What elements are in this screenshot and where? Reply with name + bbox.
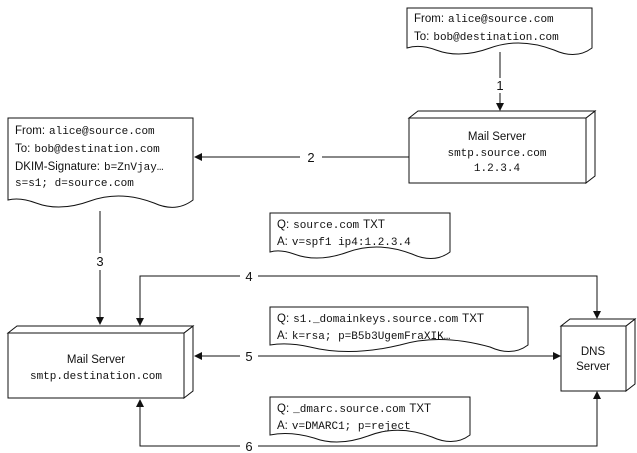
step-5-connector: 5 — [194, 349, 561, 364]
step-2-connector: 2 — [194, 150, 409, 165]
svg-text:From: alice@source.com: From: alice@source.com — [15, 121, 155, 138]
dmarc-a-value: v=DMARC1; p=reject — [292, 421, 411, 433]
svg-text:From: alice@source.com: From: alice@source.com — [414, 9, 554, 26]
source-server-title: Mail Server — [468, 131, 526, 143]
spf-a-value: v=spf1 ip4:1.2.3.4 — [292, 237, 411, 249]
step-1-label: 1 — [496, 78, 503, 93]
svg-text:A: v=spf1 ip4:1.2.3.4: A: v=spf1 ip4:1.2.3.4 — [277, 232, 411, 249]
dmarc-q-type: TXT — [409, 403, 431, 415]
svg-text:A: k=rsa; p=B5b3UgemFraXIK…: A: k=rsa; p=B5b3UgemFraXIK… — [277, 326, 450, 343]
destination-server-title: Mail Server — [67, 354, 125, 366]
step-4-label: 4 — [245, 269, 252, 284]
step-5-label: 5 — [245, 349, 252, 364]
signed-from-label: From: — [15, 125, 45, 137]
step-6-connector: 6 — [136, 391, 601, 453]
spf-q-name: source.com — [293, 220, 359, 232]
svg-text:To: bob@destination.com: To: bob@destination.com — [414, 27, 559, 44]
dmarc-q-name: _dmarc.source.com — [292, 404, 406, 416]
dkim-signature-params: s=s1; d=source.com — [15, 178, 134, 190]
destination-server-host: smtp.destination.com — [30, 371, 162, 383]
spf-q-type: TXT — [363, 219, 385, 231]
dkim-q-name: s1._domainkeys.source.com — [293, 314, 458, 326]
from-label: From: — [414, 13, 444, 25]
source-server-ip: 1.2.3.4 — [474, 163, 521, 175]
svg-text:DKIM-Signature: b=ZnVjay…: DKIM-Signature: b=ZnVjay… — [15, 157, 163, 174]
signed-email-document: From: alice@source.com To: bob@destinati… — [7, 117, 194, 208]
dkim-query-document: Q: s1._domainkeys.source.com TXT A: k=rs… — [269, 306, 529, 352]
spf-q-label: Q: — [277, 219, 289, 231]
step-3-label: 3 — [96, 254, 103, 269]
step-2-label: 2 — [307, 150, 314, 165]
spf-a-label: A: — [277, 236, 288, 248]
dmarc-q-label: Q: — [277, 403, 289, 415]
dmarc-query-document: Q: _dmarc.source.com TXT A: v=DMARC1; p=… — [269, 396, 471, 443]
svg-text:Q: s1._domainkeys.source.com T: Q: s1._domainkeys.source.com TXT — [277, 309, 484, 326]
from-value: alice@source.com — [448, 14, 554, 26]
dkim-a-label: A: — [277, 330, 288, 342]
step-1-connector: 1 — [496, 52, 504, 111]
dmarc-a-label: A: — [277, 420, 288, 432]
to-value: bob@destination.com — [433, 32, 559, 44]
dkim-signature-label: DKIM-Signature: — [15, 161, 100, 173]
spf-query-document: Q: source.com TXT A: v=spf1 ip4:1.2.3.4 — [269, 212, 451, 259]
sender-email-document: From: alice@source.com To: bob@destinati… — [406, 7, 593, 55]
svg-text:To: bob@destination.com: To: bob@destination.com — [15, 139, 160, 156]
dns-server-line2: Server — [576, 361, 610, 373]
step-6-label: 6 — [245, 439, 252, 453]
svg-text:Q: source.com TXT: Q: source.com TXT — [277, 215, 385, 232]
dkim-a-value: k=rsa; p=B5b3UgemFraXIK… — [292, 331, 450, 343]
dkim-signature-value: b=ZnVjay… — [104, 162, 163, 174]
signed-from-value: alice@source.com — [49, 126, 155, 138]
source-mail-server: Mail Server smtp.source.com 1.2.3.4 — [407, 109, 597, 185]
step-3-connector: 3 — [96, 211, 104, 325]
destination-mail-server: Mail Server smtp.destination.com — [6, 324, 195, 400]
svg-text:A: v=DMARC1; p=reject: A: v=DMARC1; p=reject — [277, 416, 411, 433]
svg-text:Q: _dmarc.source.com TXT: Q: _dmarc.source.com TXT — [277, 399, 431, 416]
step-4-connector: 4 — [136, 269, 601, 326]
signed-to-value: bob@destination.com — [34, 144, 160, 156]
dns-server-line1: DNS — [581, 346, 606, 358]
dns-server: DNS Server — [559, 317, 637, 393]
source-server-host: smtp.source.com — [447, 148, 546, 160]
signed-to-label: To: — [15, 143, 30, 155]
dkim-q-label: Q: — [277, 313, 289, 325]
to-label: To: — [414, 31, 429, 43]
dkim-q-type: TXT — [462, 313, 484, 325]
